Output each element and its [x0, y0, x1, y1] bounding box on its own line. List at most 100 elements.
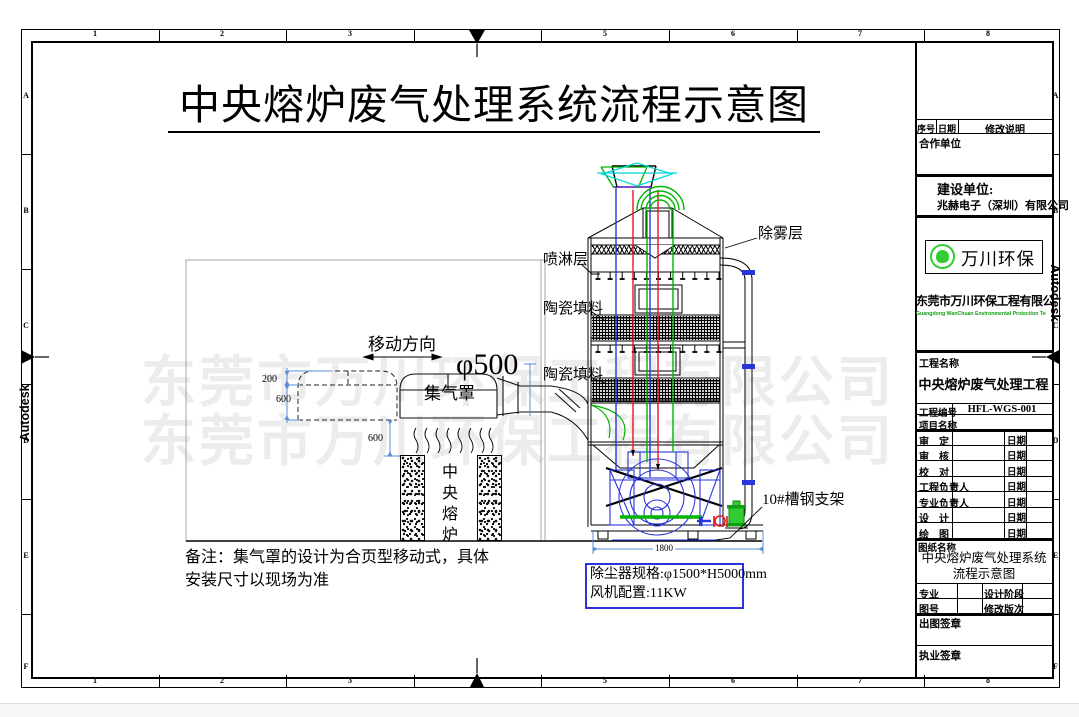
- titleblock-vline: [1026, 429, 1027, 538]
- ruler-right-letter: B: [1052, 206, 1059, 215]
- ruler-left-tick: [21, 614, 31, 615]
- project-name: 中央熔炉废气处理工程: [918, 377, 1049, 392]
- titleblock-vline: [957, 583, 958, 613]
- ruler-top-number: 1: [93, 29, 97, 38]
- ruler-left-tick: [21, 269, 31, 270]
- drawing-title: 中央熔炉废气处理系统流程示意图: [168, 82, 820, 134]
- sign-row-date-label: 日期: [1007, 483, 1027, 494]
- titleblock-hline: [915, 215, 1052, 218]
- logo-box: 万川环保: [925, 240, 1043, 274]
- titleblock-hline: [915, 598, 1052, 599]
- ruler-left-tick: [21, 499, 31, 500]
- ruler-bottom-number: 3: [348, 676, 352, 685]
- valve-icon: [713, 515, 728, 527]
- titleblock-vline: [936, 119, 937, 133]
- ruler-bottom-tick: [541, 675, 542, 688]
- titleblock-vline: [1022, 583, 1023, 613]
- ruler-bottom-tick: [797, 675, 798, 688]
- ruler-bottom-number: 6: [731, 676, 735, 685]
- logo-icon: [930, 244, 955, 269]
- spec-line-2: 风机配置:11KW: [590, 586, 687, 601]
- titleblock-hline: [915, 538, 1052, 541]
- ruler-left-letter: D: [23, 436, 29, 445]
- ruler-right-letter: E: [1052, 551, 1059, 560]
- ruler-bottom-tick: [159, 675, 160, 688]
- titleblock-hline: [915, 350, 1052, 353]
- ruler-left-letter: C: [23, 321, 29, 330]
- logo-text: 万川环保: [961, 249, 1035, 269]
- ruler-bottom-tick: [669, 675, 670, 688]
- duct-diameter-label: φ500: [456, 348, 519, 381]
- project-label: 工程名称: [919, 359, 959, 370]
- stamp1-label: 出图签章: [919, 619, 961, 630]
- logo-icon-core: [936, 250, 949, 263]
- ruler-top-tick: [669, 29, 670, 41]
- titleblock-vline: [982, 583, 983, 613]
- ruler-top-number: 5: [603, 29, 607, 38]
- sign-row-label: 审 核: [919, 452, 949, 464]
- spray-label: 喷淋层: [543, 252, 589, 268]
- titleblock-left-border: [915, 41, 917, 677]
- titleblock-hline: [915, 119, 1052, 120]
- company-name-en: Guangdong WanChuan Environmental Protect…: [916, 311, 1046, 317]
- sign-row-date-label: 日期: [1007, 467, 1027, 478]
- ruler-left-letter: B: [23, 206, 29, 215]
- sign-row-date-label: 日期: [1007, 498, 1027, 509]
- watermark-line-1: 东莞市万川环保工程有限公司: [141, 351, 896, 413]
- sign-row-label: 工程负责人: [919, 483, 969, 495]
- hood-label: 集气罩: [424, 384, 475, 403]
- stamp2-label: 执业签章: [919, 651, 961, 662]
- titleblock-hline: [915, 460, 1052, 462]
- partner-label: 合作单位: [919, 139, 961, 150]
- titleblock-hline: [915, 414, 1052, 415]
- packing1-label: 陶瓷填料: [543, 301, 604, 317]
- ruler-left-tick: [21, 154, 31, 155]
- drawing-name-label: 图纸名称: [918, 544, 957, 554]
- spec-box: 除尘器规格:φ1500*H5000mm 风机配置:11KW: [585, 563, 767, 609]
- ruler-top-number: 8: [986, 29, 990, 38]
- titleblock-hline: [915, 429, 1052, 432]
- ruler-bottom-tick: [414, 675, 415, 688]
- ruler-right-tick: [1052, 269, 1060, 270]
- client-label: 建设单位:: [937, 182, 994, 197]
- move-direction-label: 移动方向: [368, 335, 436, 354]
- ruler-top-tick: [286, 29, 287, 41]
- titleblock-hline: [915, 613, 1052, 616]
- ruler-top-tick: [159, 29, 160, 41]
- ruler-right-letter: C: [1052, 321, 1059, 330]
- dim-1800: 1800: [653, 542, 675, 554]
- ruler-left-letter: E: [23, 551, 29, 560]
- client-name: 兆赫电子（深圳）有限公司: [937, 200, 1069, 212]
- stage-label: 设计阶段: [984, 590, 1024, 601]
- ruler-top-tick: [924, 29, 925, 41]
- sign-row-date-label: 日期: [1007, 529, 1027, 540]
- dim-200: 200: [262, 374, 277, 385]
- ruler-top-tick: [541, 29, 542, 41]
- ruler-top-tick: [797, 29, 798, 41]
- ruler-left-tick: [21, 384, 31, 385]
- sign-row-date-label: 日期: [1007, 436, 1027, 447]
- rev-no-header: 序号: [917, 123, 936, 134]
- ruler-right-letter: F: [1053, 662, 1058, 671]
- item-label: 项目名称: [919, 421, 958, 432]
- rev-desc-header: 修改说明: [985, 125, 1025, 136]
- ruler-bottom-number: 2: [220, 676, 224, 685]
- drawing-name-value: 中央熔炉废气处理系统流程示意图: [921, 551, 1047, 581]
- major-label: 专业: [919, 590, 939, 601]
- ruler-top-tick: [414, 29, 415, 41]
- ruler-bottom-tick: [286, 675, 287, 688]
- project-no-value: HFL-WGS-001: [967, 404, 1037, 415]
- support-label: 10#槽钢支架: [762, 492, 845, 508]
- sign-row-label: 审 定: [919, 436, 949, 448]
- ruler-top-number: 3: [348, 29, 352, 38]
- packing1-hatch: [592, 316, 720, 340]
- ruler-bottom-tick: [924, 675, 925, 688]
- titleblock-vline: [952, 403, 953, 429]
- titleblock-hline: [915, 475, 1052, 477]
- ruler-right-letter: D: [1052, 436, 1059, 445]
- ruler-left-letter: A: [23, 91, 29, 100]
- titleblock-hline: [915, 133, 1052, 134]
- demister-label: 除雾层: [758, 226, 804, 242]
